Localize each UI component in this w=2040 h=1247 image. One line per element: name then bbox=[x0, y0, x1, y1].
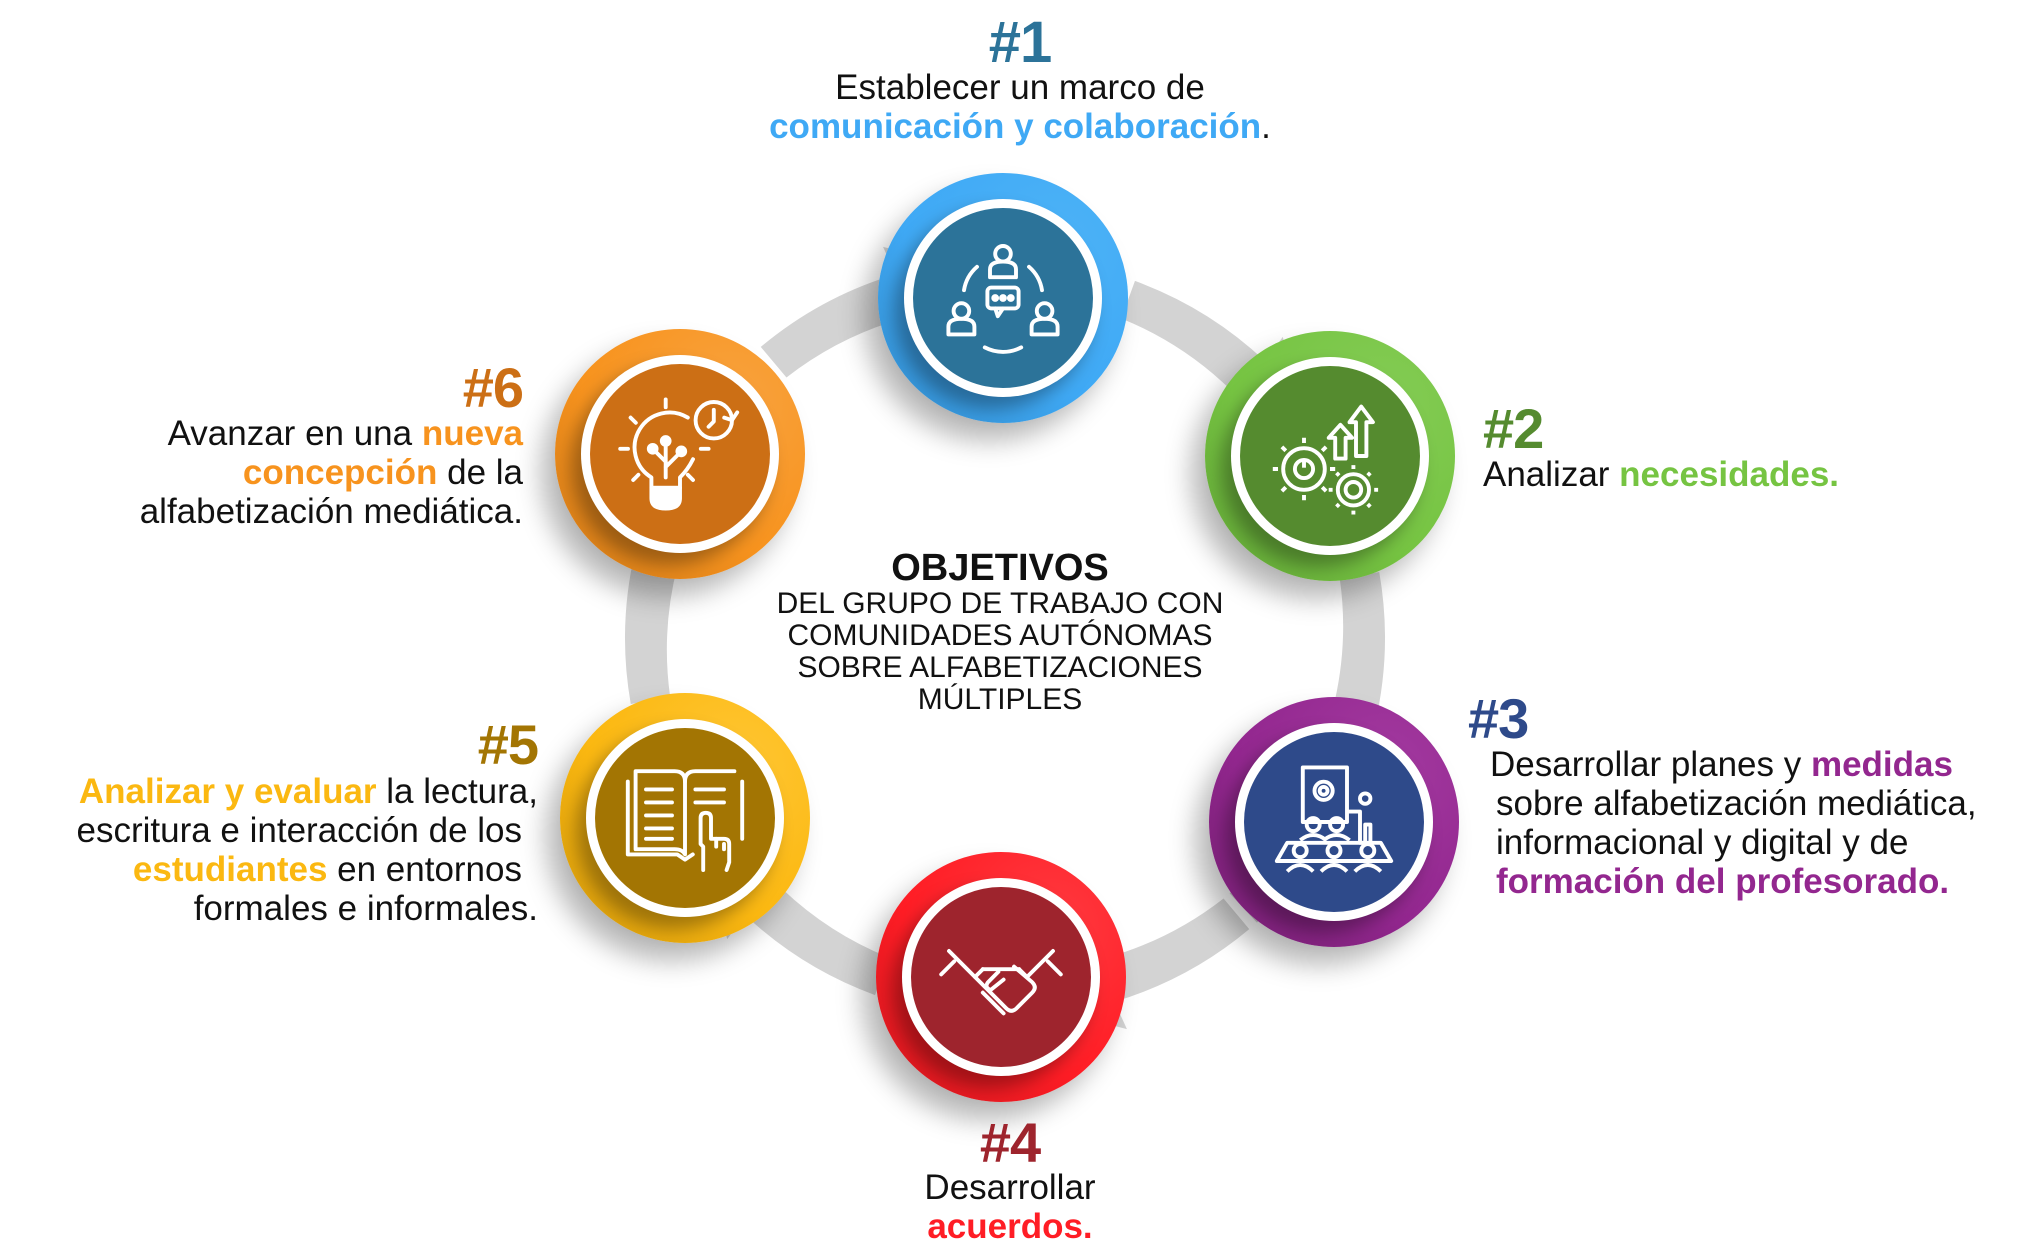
center-line-3: SOBRE ALFABETIZACIONES bbox=[797, 651, 1203, 684]
objective-3-plain: Desarrollar planes y bbox=[1490, 745, 1811, 784]
objective-2-number: #2 bbox=[1483, 397, 1544, 460]
objective-6-number: #6 bbox=[462, 356, 524, 419]
objective-5-line-3-tail: en entornos bbox=[327, 850, 522, 889]
center-line-4: MÚLTIPLES bbox=[917, 683, 1083, 716]
objective-3-circle bbox=[1209, 697, 1459, 947]
objective-1-highlight: comunicación y colaboración bbox=[769, 107, 1262, 146]
objective-5-line-4: formales e informales. bbox=[193, 889, 538, 928]
objective-3-highlight-1: medidas bbox=[1810, 745, 1953, 784]
center-objectives-block: OBJETIVOS DEL GRUPO DE TRABAJO CON COMUN… bbox=[740, 548, 1260, 716]
objective-5-line-2: escritura e interacción de los bbox=[76, 811, 523, 850]
objective-2-text: #2 Analizar necesidades. bbox=[1483, 397, 2003, 495]
objective-4-number: #4 bbox=[979, 1111, 1041, 1174]
objective-6-highlight-1: nueva bbox=[421, 414, 523, 453]
objective-1-line-1: Establecer un marco de bbox=[835, 68, 1205, 107]
objective-3-line-2: sobre alfabetización mediática, bbox=[1496, 784, 1977, 823]
objective-3-number: #3 bbox=[1468, 687, 1529, 750]
objective-5-highlight-1: Analizar y evaluar bbox=[78, 772, 377, 811]
objective-6-line-3: alfabetización mediática. bbox=[139, 492, 523, 531]
objective-4-highlight: acuerdos. bbox=[927, 1207, 1093, 1246]
objective-5-text: #5 Analizar y evaluar la lectura, escrit… bbox=[0, 713, 540, 929]
objective-6-circle bbox=[555, 329, 805, 579]
center-line-2: COMUNIDADES AUTÓNOMAS bbox=[787, 619, 1213, 652]
gears-growth-icon bbox=[1272, 404, 1379, 515]
objective-5-line-1-tail: la lectura, bbox=[376, 772, 538, 811]
objective-6-highlight-2: concepción bbox=[242, 453, 438, 492]
objective-2-highlight: necesidades. bbox=[1619, 455, 1840, 494]
center-line-1: DEL GRUPO DE TRABAJO CON bbox=[776, 587, 1224, 620]
objective-6-line-2-tail: de la bbox=[437, 453, 523, 492]
objective-4-line-1: Desarrollar bbox=[924, 1168, 1096, 1207]
objective-2-circle bbox=[1205, 331, 1455, 581]
objective-1-number: #1 bbox=[988, 10, 1053, 75]
center-title: OBJETIVOS bbox=[891, 547, 1109, 589]
training-presentation-icon bbox=[1274, 765, 1394, 873]
objective-2-plain: Analizar bbox=[1483, 455, 1620, 494]
objective-5-number: #5 bbox=[477, 713, 539, 776]
objective-6-text: #6 Avanzar en una nueva concepción de la… bbox=[40, 356, 524, 532]
lightbulb-innovation-icon bbox=[618, 397, 740, 511]
objective-1-circle bbox=[878, 173, 1128, 423]
objective-4-circle bbox=[876, 852, 1126, 1102]
objective-4-text: #4 Desarrollar acuerdos. bbox=[860, 1111, 1160, 1247]
book-reading-icon bbox=[625, 769, 745, 872]
objective-1-period: . bbox=[1261, 107, 1271, 146]
objective-3-text: #3 Desarrollar planes y medidas sobre al… bbox=[1468, 687, 2038, 902]
team-communication-icon bbox=[946, 244, 1060, 354]
objective-6-plain: Avanzar en una bbox=[167, 414, 422, 453]
handshake-icon bbox=[939, 949, 1063, 1016]
objective-1-text: #1 Establecer un marco de comunicación y… bbox=[680, 10, 1360, 147]
objective-5-circle bbox=[560, 693, 810, 943]
objective-3-highlight-2: formación del profesorado. bbox=[1496, 862, 1950, 901]
objective-5-highlight-2: estudiantes bbox=[132, 850, 328, 889]
objective-3-line-3: informacional y digital y de bbox=[1496, 823, 1909, 862]
